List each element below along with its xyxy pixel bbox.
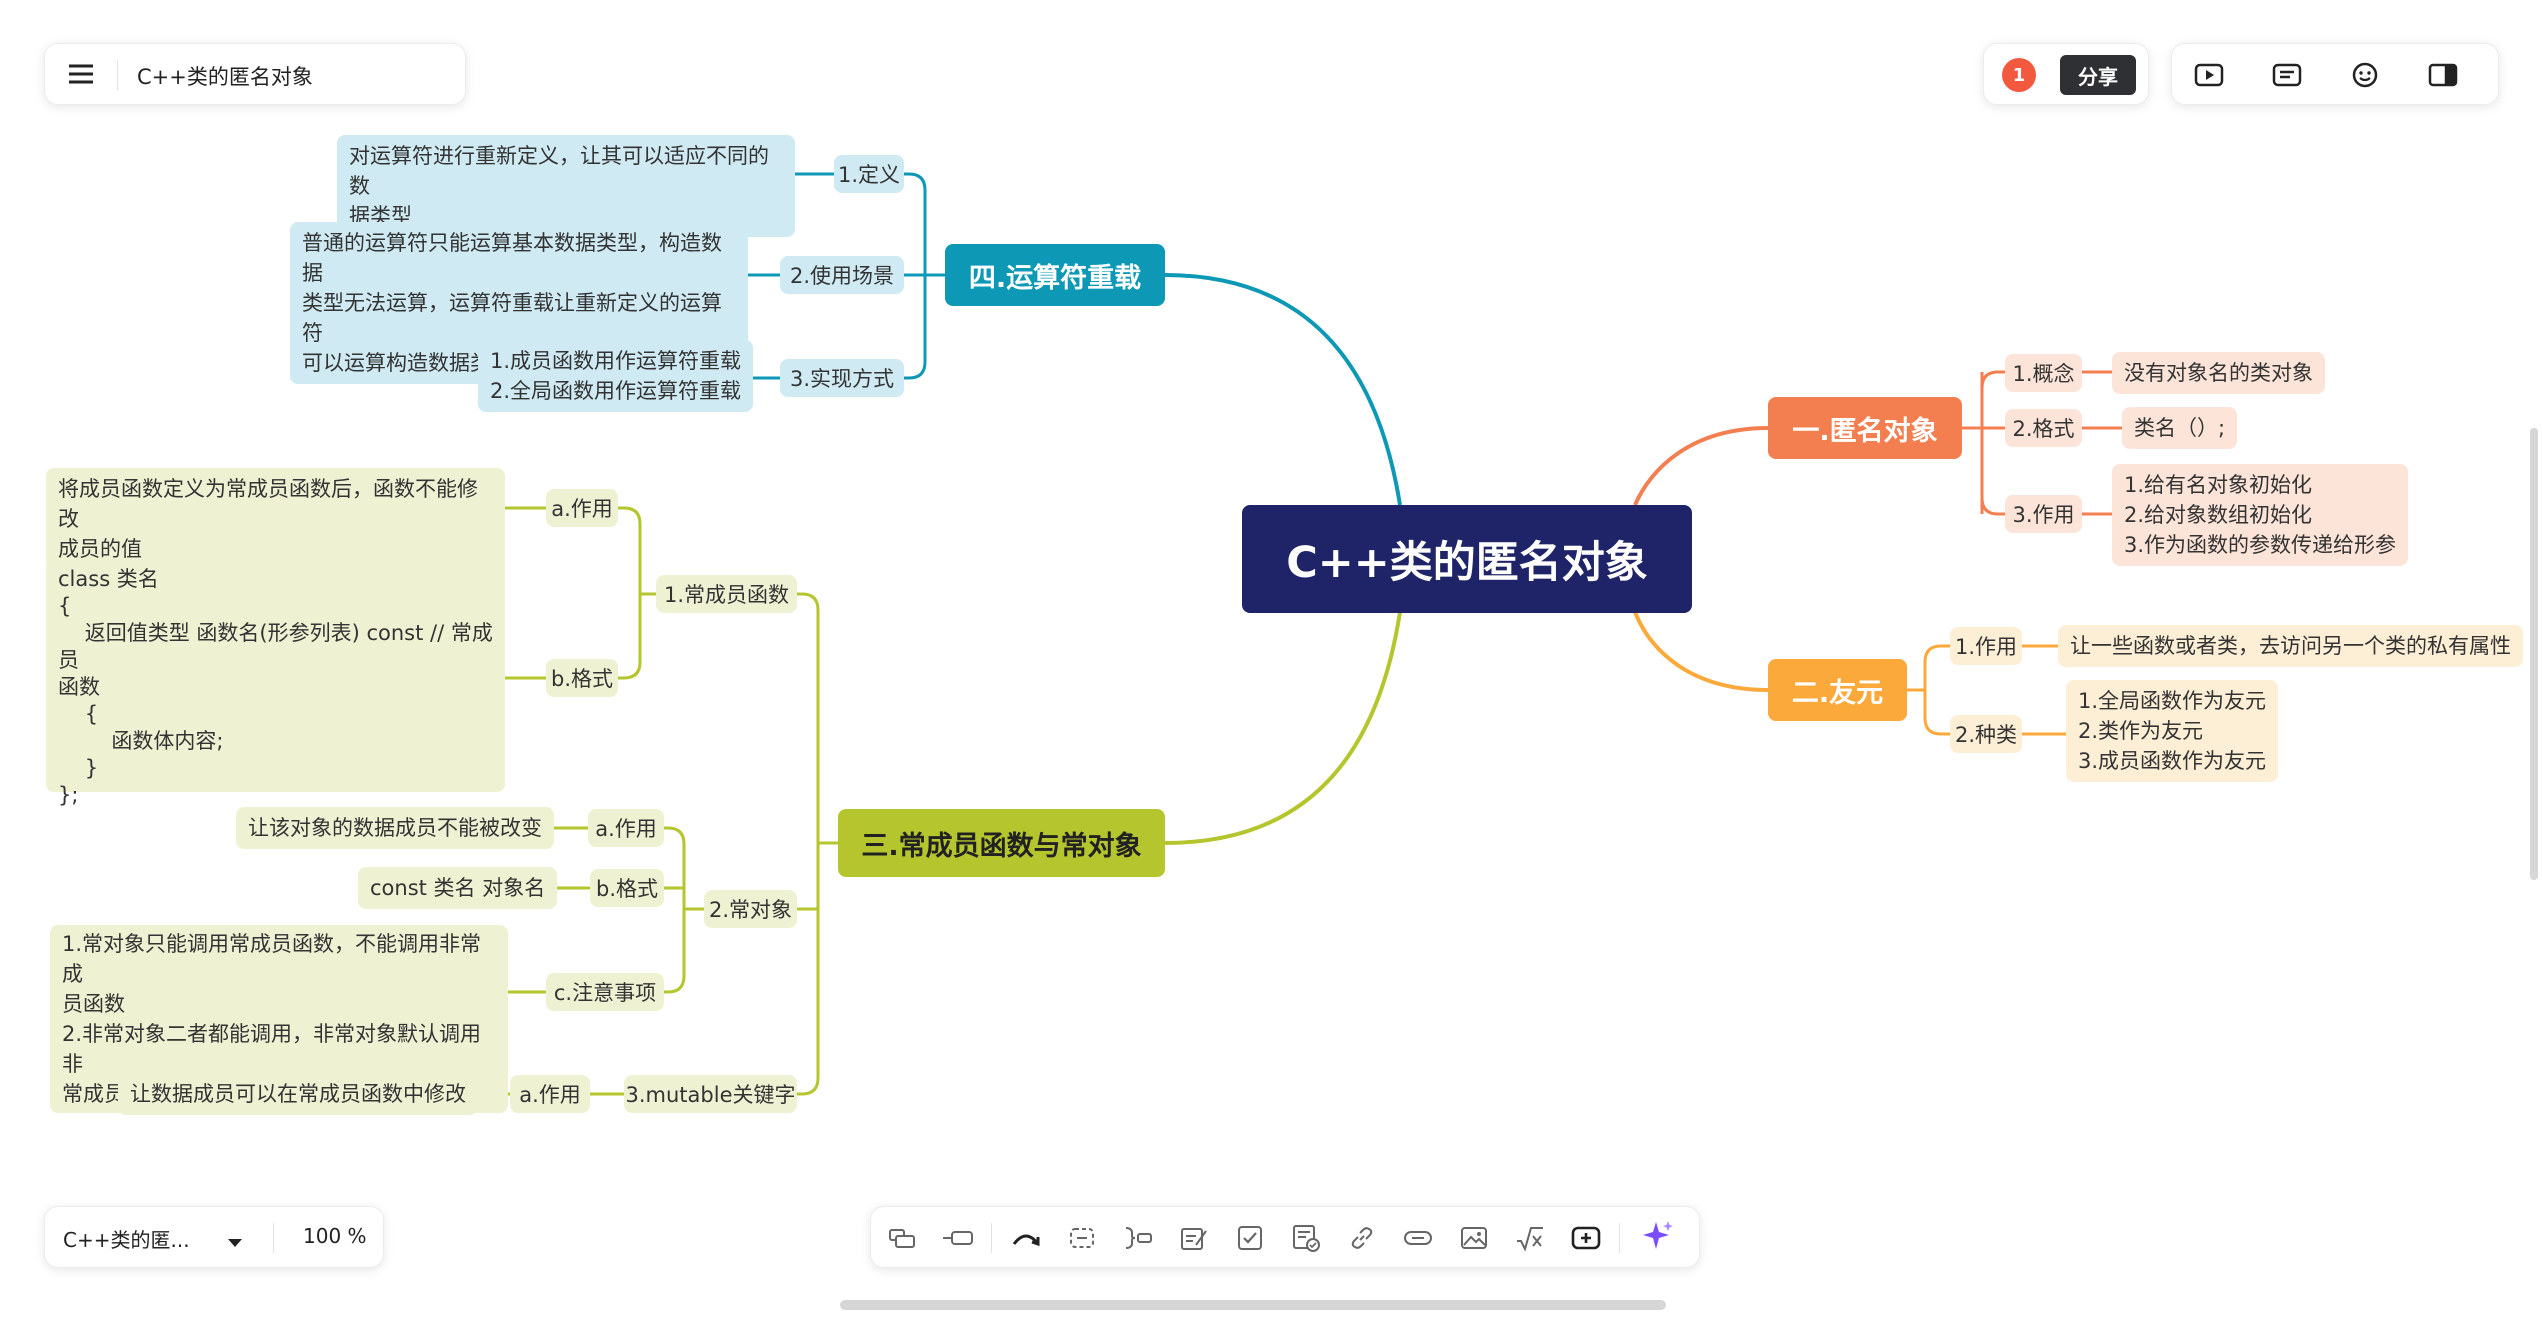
relationship-icon[interactable] [1011,1223,1041,1253]
emoji-icon[interactable] [2350,60,2380,90]
summary-icon[interactable] [1123,1223,1153,1253]
share-panel: 1 分享 [1983,43,2149,105]
outline-icon[interactable] [2272,60,2302,90]
subtopic-friend-usage[interactable]: 1.作用 [1950,627,2022,665]
zoom-level[interactable]: 100 % [303,1224,367,1248]
ai-sparkle-icon[interactable] [1643,1221,1673,1251]
leaf-format[interactable]: 类名（）; [2122,407,2238,449]
leaf-cmf-format[interactable]: class 类名 { 返回值类型 函数名(形参列表) const // 常成员 … [46,560,505,807]
topic-anonymous-object[interactable]: 一.匿名对象 [1768,397,1962,459]
chevron-down-icon[interactable] [227,1233,243,1252]
subtopic-mutable[interactable]: 3.mutable关键字 [624,1075,797,1113]
todo-icon[interactable] [1291,1223,1321,1253]
subtopic-definition[interactable]: 1.定义 [834,155,904,193]
subtopic-cmf-usage[interactable]: a.作用 [546,489,618,527]
subtopic-concept[interactable]: 1.概念 [2005,354,2082,392]
subtopic-const-member-function[interactable]: 1.常成员函数 [656,575,797,613]
subtopic-implementation[interactable]: 3.实现方式 [780,359,904,397]
side-panel-icon[interactable] [2428,60,2458,90]
boundary-icon[interactable] [1067,1223,1097,1253]
note-icon[interactable] [1179,1223,1209,1253]
topic-const-members[interactable]: 三.常成员函数与常对象 [838,809,1165,877]
subtopic-scenario[interactable]: 2.使用场景 [780,256,904,294]
insert-icon[interactable] [1571,1223,1601,1253]
subtopic-usage[interactable]: 3.作用 [2005,495,2082,533]
hyperlink-icon[interactable] [1403,1223,1433,1253]
link-icon[interactable] [1347,1223,1377,1253]
formula-icon[interactable] [1515,1223,1545,1253]
root-topic[interactable]: C++类的匿名对象 [1242,505,1692,613]
task-icon[interactable] [1235,1223,1265,1253]
menu-icon[interactable] [67,62,95,86]
share-button[interactable]: 分享 [2060,55,2136,95]
toolbar-divider [991,1223,992,1253]
view-tools-panel [2171,43,2499,105]
leaf-friend-types[interactable]: 1.全局函数作为友元 2.类作为友元 3.成员函数作为友元 [2066,680,2279,782]
leaf-co-usage[interactable]: 让该对象的数据成员不能被改变 [236,807,554,849]
leaf-co-format[interactable]: const 类名 对象名 [358,867,558,909]
topic-operator-overload[interactable]: 四.运算符重载 [945,244,1165,306]
topic-friend[interactable]: 二.友元 [1768,659,1907,721]
subtopic-co-format[interactable]: b.格式 [590,869,664,907]
document-title[interactable]: C++类的匿名对象 [137,65,313,89]
leaf-implementation[interactable]: 1.成员函数用作运算符重载 2.全局函数用作运算符重载 [478,340,754,412]
vertical-scrollbar[interactable] [2530,428,2538,880]
horizontal-scrollbar[interactable] [840,1300,1666,1310]
subtopic-const-object[interactable]: 2.常对象 [704,890,797,928]
leaf-cmf-usage[interactable]: 将成员函数定义为常成员函数后，函数不能修改 成员的值 [46,468,505,570]
presentation-icon[interactable] [2194,60,2224,90]
leaf-friend-usage[interactable]: 让一些函数或者类，去访问另一个类的私有属性 [2058,625,2523,667]
zoom-divider [273,1223,274,1253]
title-divider [117,60,118,90]
leaf-usage[interactable]: 1.给有名对象初始化 2.给对象数组初始化 3.作为函数的参数传递给形参 [2112,464,2409,566]
subtopic-mutable-usage[interactable]: a.作用 [510,1075,590,1113]
outline-selector[interactable]: C++类的匿... [63,1228,190,1252]
subtopic-cmf-format[interactable]: b.格式 [546,659,618,697]
leaf-mutable-usage[interactable]: 让数据成员可以在常成员函数中修改 [118,1073,478,1115]
subtopic-icon[interactable] [943,1223,973,1253]
topic-icon[interactable] [887,1223,917,1253]
insert-toolbar [870,1206,1700,1268]
title-panel: C++类的匿名对象 [44,43,466,105]
toolbar-divider-2 [1619,1223,1620,1253]
notification-badge[interactable]: 1 [2002,58,2036,92]
subtopic-co-notes[interactable]: c.注意事项 [546,973,664,1011]
leaf-definition[interactable]: 对运算符进行重新定义，让其可以适应不同的数 据类型 [337,135,795,237]
subtopic-co-usage[interactable]: a.作用 [588,809,664,847]
leaf-concept[interactable]: 没有对象名的类对象 [2112,352,2325,394]
outline-zoom-panel: C++类的匿... 100 % [44,1206,384,1268]
subtopic-format[interactable]: 2.格式 [2005,409,2082,447]
subtopic-friend-types[interactable]: 2.种类 [1950,715,2022,753]
image-icon[interactable] [1459,1223,1489,1253]
